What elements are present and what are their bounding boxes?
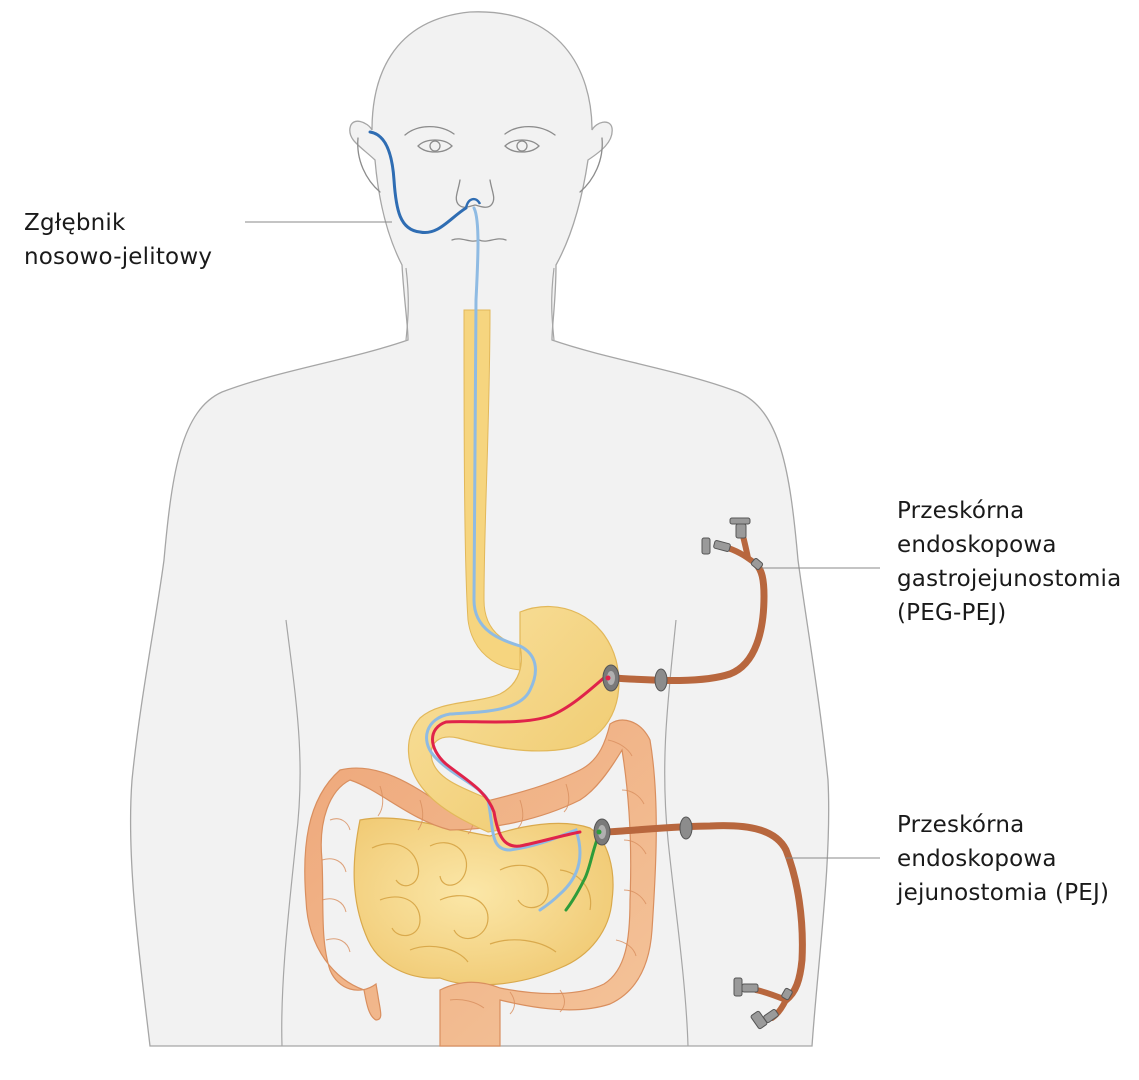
label-peg-pej-line1: Przeskórna xyxy=(897,498,1025,524)
pej-port-connectors xyxy=(733,977,793,1030)
label-pej-line2: endoskopowa xyxy=(897,846,1057,872)
small-intestine xyxy=(353,817,614,986)
label-pej-line1: Przeskórna xyxy=(897,812,1025,838)
pej-internal-tube xyxy=(564,830,602,912)
label-pej: Przeskórna endoskopowa jejunostomia (PEJ… xyxy=(897,808,1109,910)
label-nasojejunal-tube: Zgłębnik nosowo-jelitowy xyxy=(24,206,212,274)
peg-pej-internal-tube xyxy=(431,674,608,848)
pej-external-bolster xyxy=(679,816,693,840)
label-pej-line3: jejunostomia (PEJ) xyxy=(897,880,1110,906)
peg-pej-bumper xyxy=(602,664,620,692)
nasal-tube-entry xyxy=(464,197,482,209)
pej-bumper xyxy=(593,818,611,846)
esophagus xyxy=(463,309,521,671)
label-nasojejunal-line1: Zgłębnik xyxy=(24,210,126,236)
stomach xyxy=(407,605,620,833)
label-nasojejunal-line2: nosowo-jelitowy xyxy=(24,244,213,270)
label-peg-pej-line2: endoskopowa xyxy=(897,532,1057,558)
neck-line-right xyxy=(551,267,555,341)
peg-pej-port-connectors xyxy=(701,517,764,570)
nasojejunal-internal-tube xyxy=(425,206,582,912)
label-peg-pej: Przeskórna endoskopowa gastrojejunostomi… xyxy=(897,494,1121,630)
pej-external-tube xyxy=(602,822,806,1004)
label-peg-pej-line4: (PEG-PEJ) xyxy=(897,600,1007,626)
arm-line-right xyxy=(664,619,689,1047)
label-peg-pej-line3: gastrojejunostomia xyxy=(897,566,1122,592)
neck-line-left xyxy=(405,267,409,341)
arm-line-left xyxy=(281,619,301,1047)
colon xyxy=(304,719,657,1047)
peg-pej-external-bolster xyxy=(654,668,668,692)
nasal-tube xyxy=(368,130,468,235)
face xyxy=(357,125,603,242)
